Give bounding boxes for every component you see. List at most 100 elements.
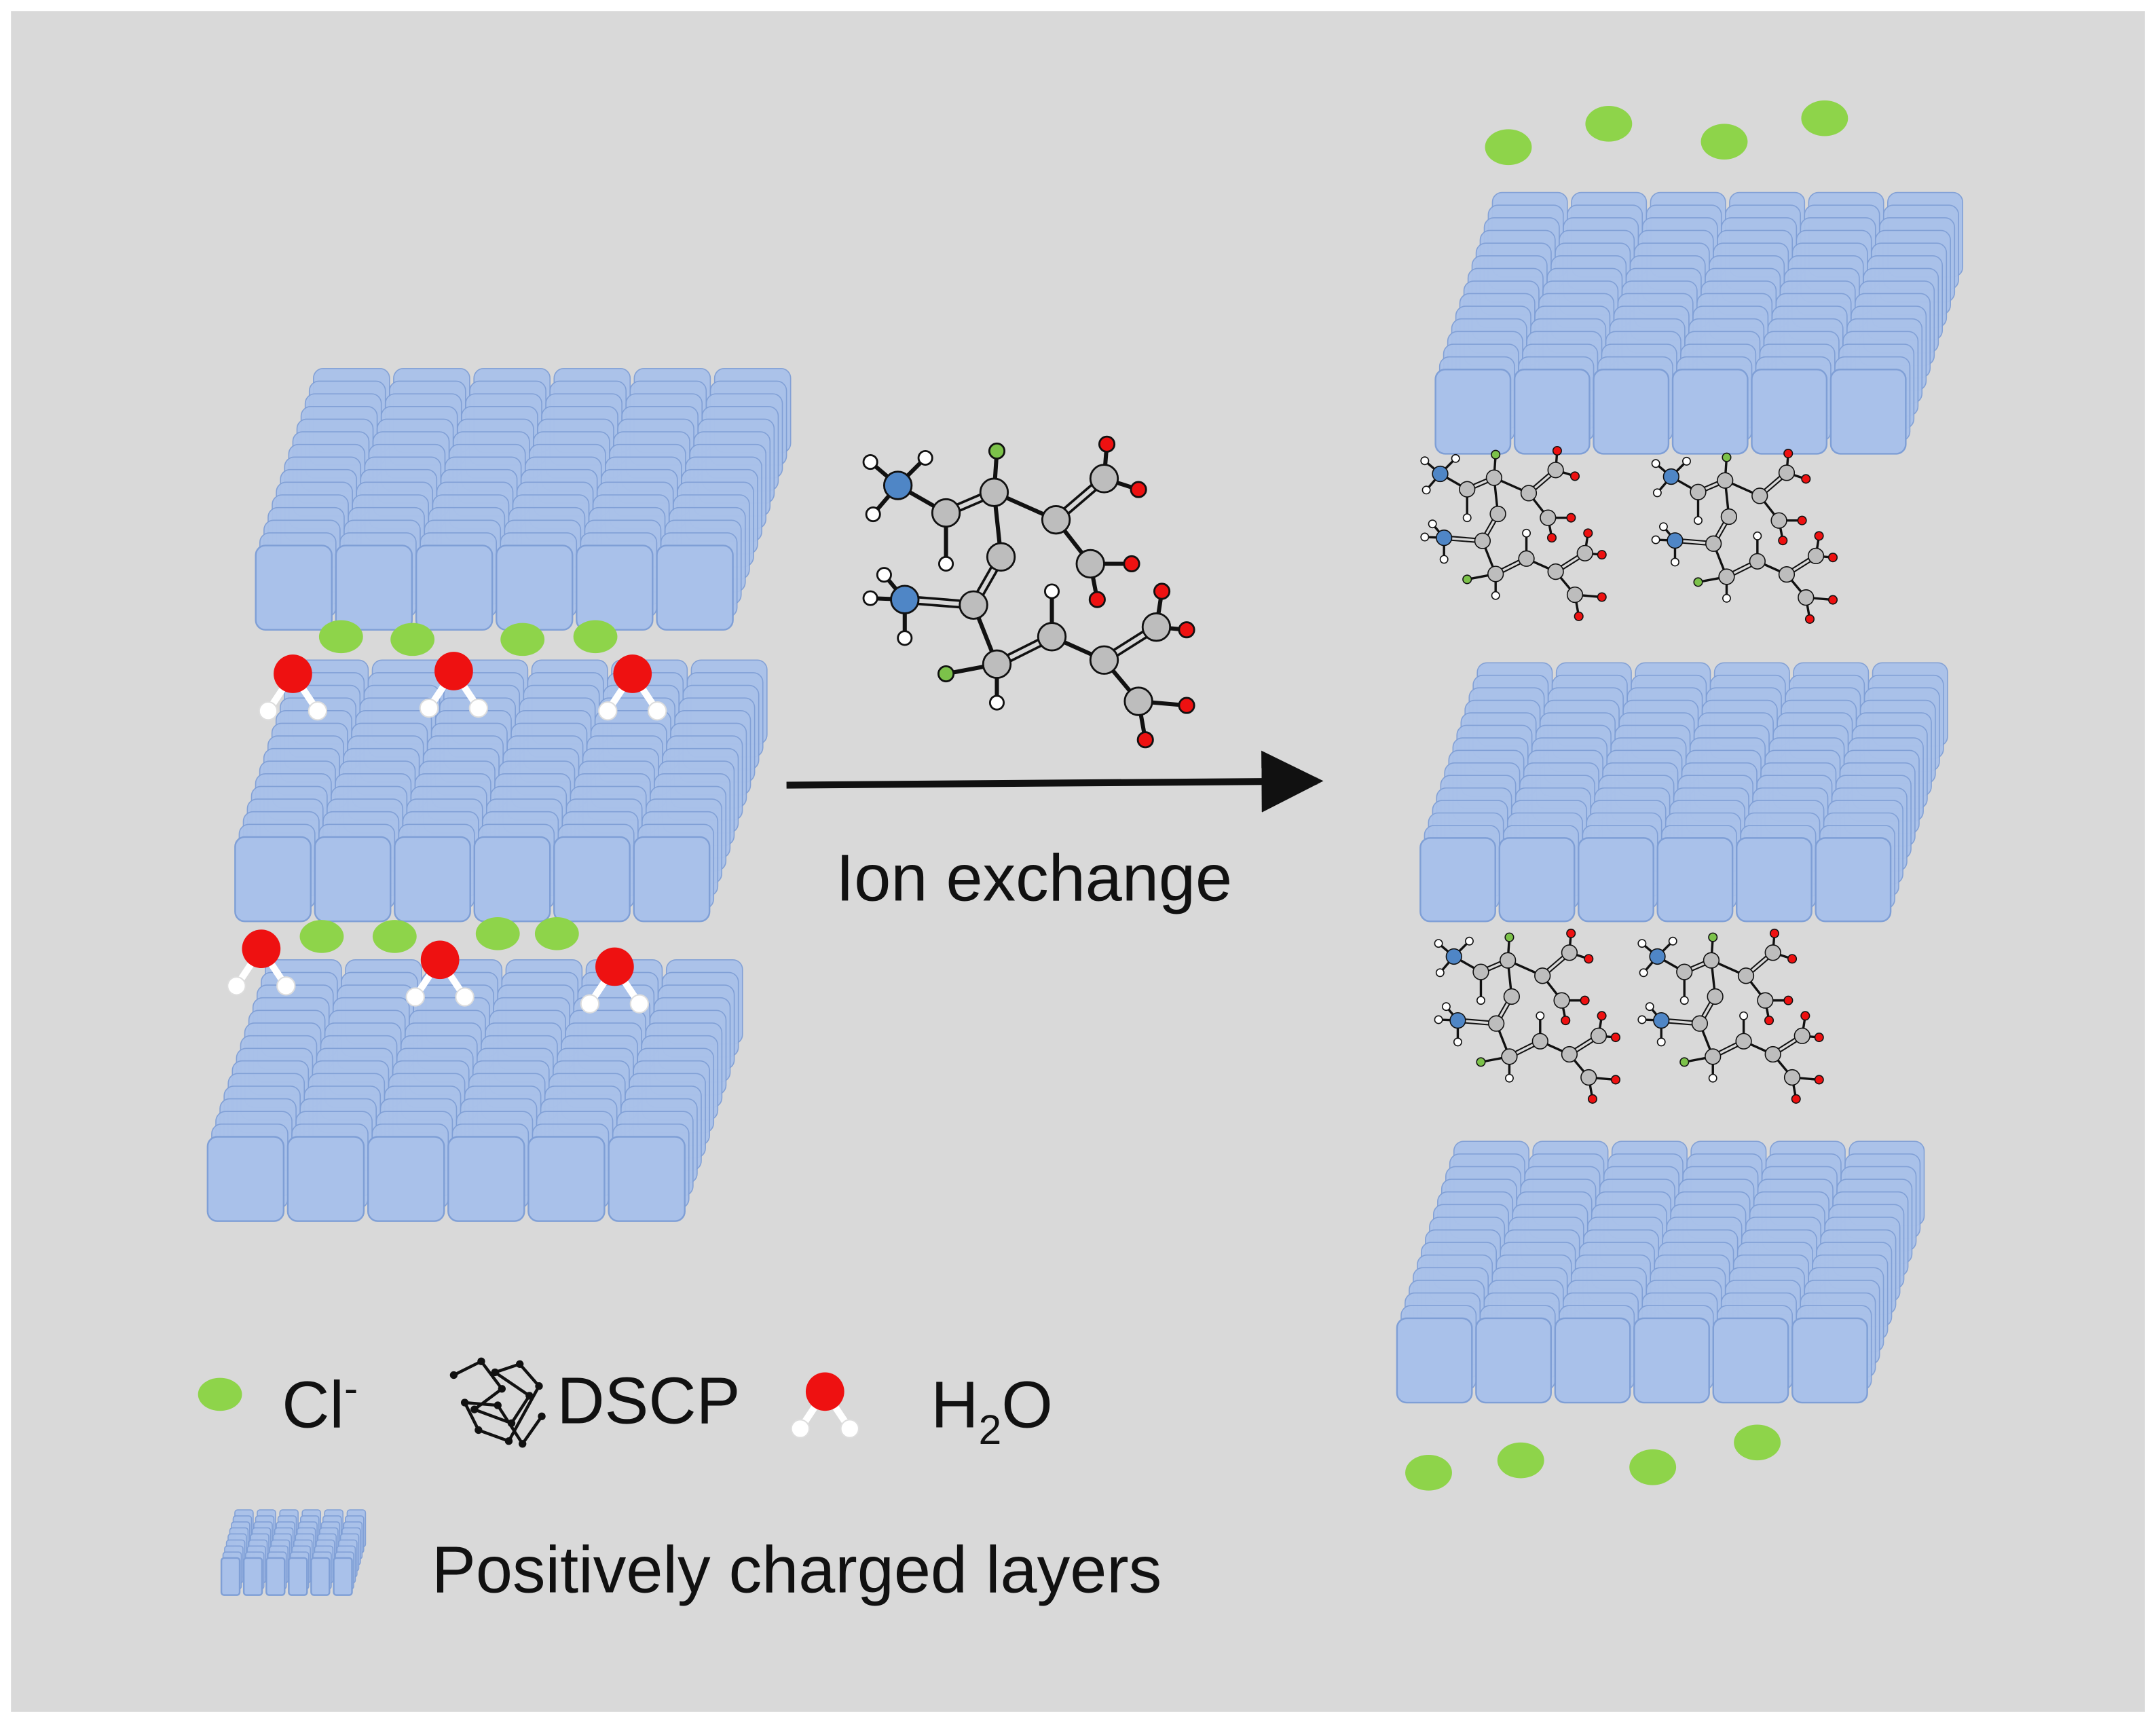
layer-tile — [206, 1136, 285, 1222]
atom-h — [1651, 535, 1660, 544]
layer-tile — [1736, 837, 1813, 923]
atom-o — [1814, 1033, 1824, 1043]
hydrogen-atom — [580, 994, 600, 1014]
atom-c — [1778, 566, 1796, 583]
atom-o — [1783, 995, 1793, 1005]
atom-c — [1487, 566, 1504, 582]
dscp-molecule — [1651, 448, 1838, 624]
atom-h — [862, 454, 878, 470]
atom-c — [1089, 645, 1119, 675]
atom-f — [1504, 932, 1514, 942]
atom-o — [1597, 1011, 1607, 1021]
atom-o — [1597, 592, 1607, 602]
hydrogen-atom — [258, 701, 278, 721]
atom-o — [1814, 531, 1824, 541]
atom-h — [1671, 557, 1679, 567]
chloride-ion — [1801, 100, 1848, 136]
atom-h — [1504, 1073, 1514, 1083]
layer-tile — [310, 1557, 331, 1596]
hydrogen-atom — [629, 994, 650, 1014]
layer-tile — [608, 1136, 686, 1222]
atom-n — [1649, 948, 1666, 965]
chloride-row — [299, 917, 579, 953]
layer-slab — [206, 959, 743, 1222]
layer-tile — [656, 544, 734, 631]
atom-o — [1800, 1011, 1810, 1021]
layer-tile — [1434, 369, 1512, 455]
atom-h — [897, 630, 913, 646]
atom-f — [937, 665, 955, 683]
oxygen-atom — [242, 929, 281, 968]
legend-dscp-label: DSCP — [557, 1363, 740, 1437]
layer-tile — [1419, 837, 1496, 923]
chloride-ion — [1629, 1449, 1677, 1485]
atom-h — [1668, 936, 1677, 946]
atom-h — [876, 567, 892, 583]
atom-h — [1420, 532, 1430, 542]
hydrogen-atom — [227, 976, 246, 996]
chloride-ion — [475, 917, 520, 950]
atom-c — [1459, 481, 1476, 498]
chloride-ion — [1585, 105, 1633, 142]
pristine-layered-material — [206, 368, 792, 1222]
chloride-ion — [318, 620, 363, 654]
atom-f — [1708, 932, 1718, 942]
oxygen-atom — [613, 654, 652, 693]
atom-o — [1814, 1075, 1824, 1085]
atom-o — [1787, 954, 1798, 964]
layer-tile — [576, 544, 654, 631]
layer-slab — [234, 659, 768, 923]
atom-c — [1141, 612, 1172, 642]
atom-c — [1778, 464, 1796, 481]
atom-h — [1420, 456, 1430, 466]
dscp-molecule-large — [862, 435, 1195, 749]
atom-c — [1705, 1048, 1722, 1065]
atom-c — [1123, 686, 1153, 716]
atom-o — [1827, 595, 1838, 605]
atom-h — [1435, 968, 1445, 978]
atom-h — [1451, 453, 1460, 463]
chloride-ion — [1485, 129, 1532, 166]
atom-h — [1708, 1073, 1717, 1083]
layer-tile — [1513, 369, 1591, 455]
hydrogen-atom — [648, 701, 667, 721]
legend-water-symbol — [790, 1372, 859, 1439]
atom-o — [1778, 536, 1788, 546]
atom-c — [1737, 967, 1755, 984]
dscp-scribble-node — [460, 1398, 469, 1407]
layer-tile — [286, 1136, 365, 1222]
atom-c — [979, 477, 1009, 507]
dscp-scribble-node — [515, 1360, 524, 1368]
water-molecule — [598, 654, 667, 721]
layer-tile — [1578, 837, 1654, 923]
layer-slab — [1396, 1141, 1925, 1404]
atom-f — [988, 442, 1006, 460]
atom-n — [882, 470, 913, 500]
atom-f — [1476, 1057, 1486, 1067]
atom-f — [1462, 574, 1472, 585]
layer-tile — [367, 1136, 445, 1222]
atom-c — [1691, 1015, 1709, 1032]
atom-o — [1552, 445, 1562, 456]
atom-c — [1690, 483, 1707, 500]
atom-c — [1561, 1045, 1578, 1063]
atom-c — [1707, 988, 1724, 1005]
legend-layers-label: Positively charged layers — [432, 1533, 1161, 1607]
dscp-scribble-node — [491, 1368, 499, 1377]
hydrogen-atom — [598, 701, 618, 721]
hydrogen-atom — [840, 1419, 859, 1439]
atom-o — [1783, 448, 1793, 459]
oxygen-atom — [434, 652, 473, 690]
layer-tile — [527, 1136, 606, 1222]
atom-o — [1130, 481, 1147, 498]
layer-tile — [633, 836, 711, 923]
atom-h — [1658, 522, 1668, 532]
atom-c — [1718, 568, 1735, 585]
legend-layer-symbol — [220, 1509, 367, 1596]
legend-dscp-symbol — [449, 1357, 546, 1448]
layer-tile — [1498, 837, 1576, 923]
water-molecule — [258, 654, 328, 721]
atom-h — [938, 555, 954, 572]
atom-o — [1123, 555, 1140, 573]
atom-o — [1178, 697, 1195, 714]
